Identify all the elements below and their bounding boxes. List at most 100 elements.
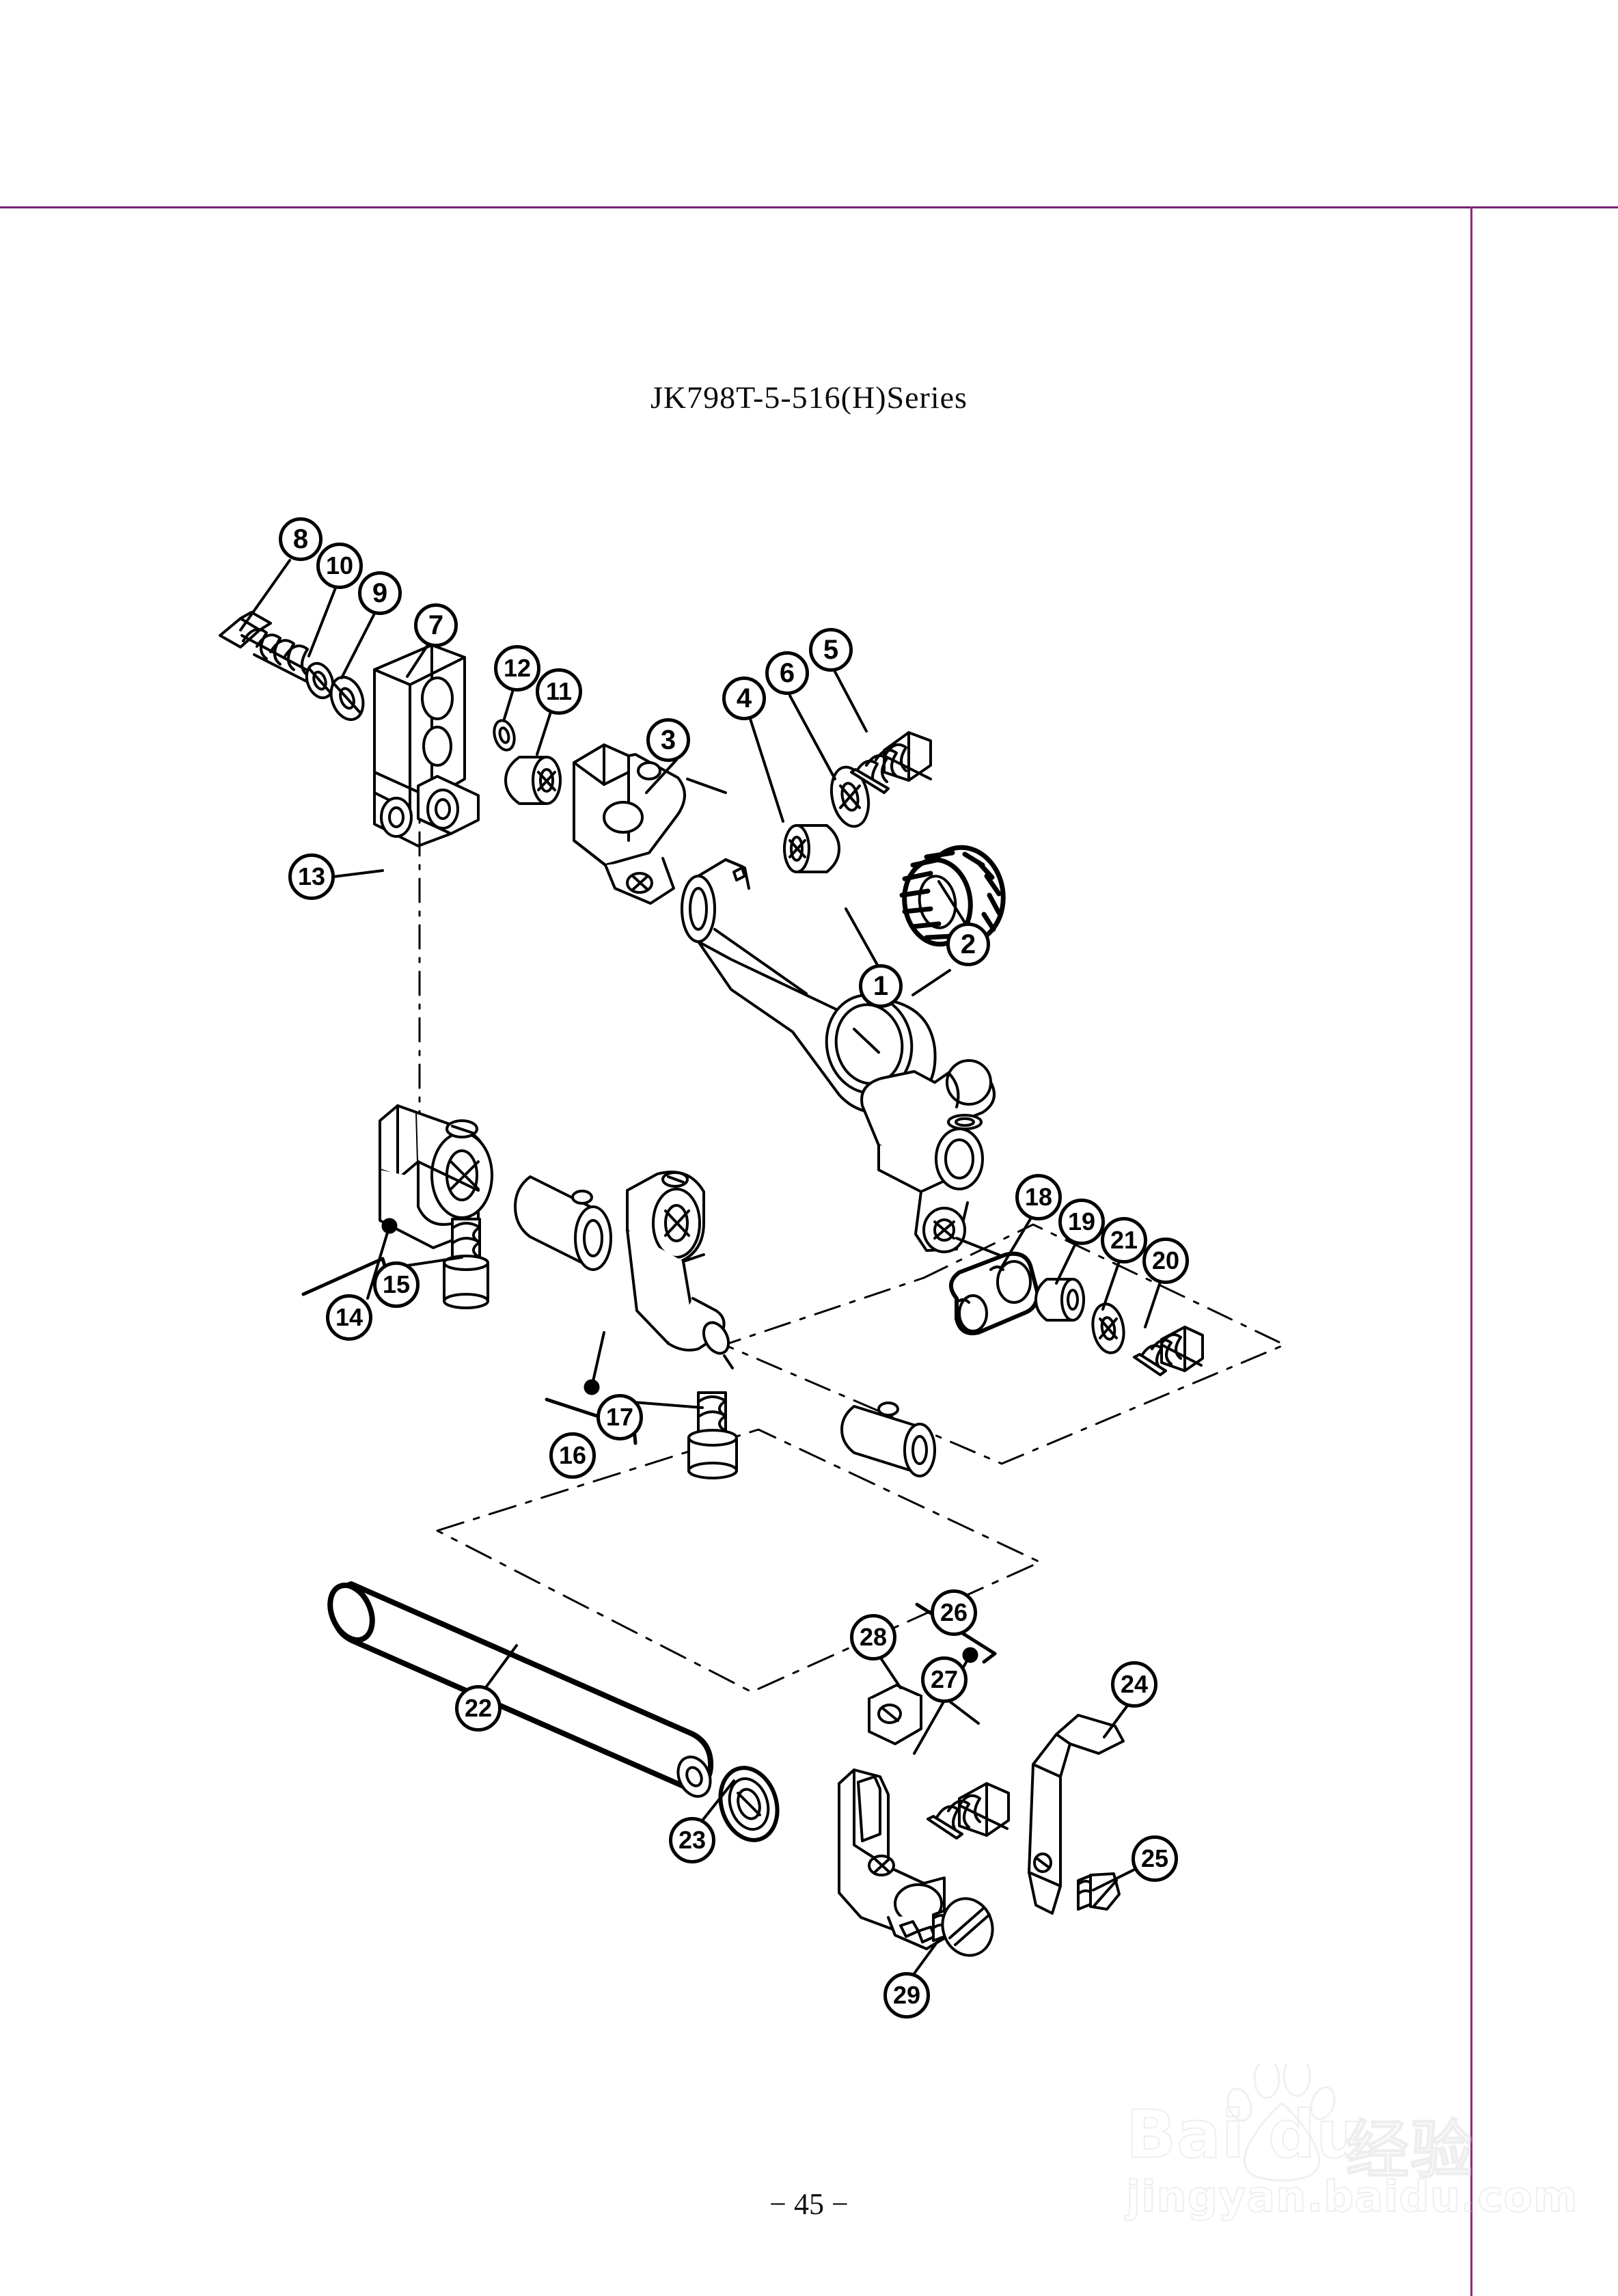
callout-label: 20: [1151, 1246, 1180, 1274]
construction-plane-lower: [436, 1428, 1041, 1693]
part-3-crank-fork: [573, 743, 727, 905]
part-29-thumb-screw: [932, 1897, 994, 1957]
callout-label: 16: [558, 1441, 587, 1469]
callout-label: 24: [1120, 1670, 1149, 1698]
part-27-hex-bolt: [927, 1782, 1010, 1840]
callout-label: 13: [297, 862, 326, 890]
part-19-bushing: [1034, 1278, 1085, 1322]
callout-14[interactable]: 14: [326, 1294, 372, 1341]
callout-label: 7: [428, 610, 444, 640]
part-10-washer: [305, 661, 335, 700]
part-18-link: [949, 1251, 1040, 1335]
callout-label: 12: [503, 654, 532, 682]
leader-lines: [239, 559, 1162, 1975]
part-17-screw: [687, 1391, 738, 1479]
part-25-small-screw: [1077, 1872, 1121, 1911]
baidu-watermark: Bai du 经验 jingyan.baidu.com: [1121, 2064, 1578, 2234]
callout-label: 19: [1067, 1207, 1096, 1235]
callout-25[interactable]: 25: [1132, 1835, 1178, 1882]
part-16-crank-lever: [626, 1171, 734, 1369]
callout-label: 21: [1110, 1226, 1138, 1254]
part-26-lower-bracket: [838, 1768, 948, 1950]
part-collar-middle: [514, 1175, 612, 1271]
callout-label: 4: [736, 683, 752, 713]
callout-label: 2: [960, 929, 976, 959]
callout-24[interactable]: 24: [1111, 1661, 1157, 1708]
callout-label: 15: [382, 1270, 411, 1298]
watermark-brand-latin: Bai du: [1125, 2096, 1364, 2174]
callout-1[interactable]: 1: [859, 964, 903, 1008]
watermark-url: jingyan.baidu.com: [1125, 2171, 1578, 2222]
callout-11[interactable]: 11: [536, 668, 582, 715]
callout-23[interactable]: 23: [669, 1817, 715, 1863]
callout-label: 27: [930, 1665, 959, 1693]
callout-15[interactable]: 15: [373, 1261, 420, 1308]
callout-29[interactable]: 29: [883, 1972, 930, 2019]
part-22-shaft: [327, 1581, 714, 1793]
callout-label: 18: [1024, 1183, 1053, 1211]
part-12-washer: [493, 719, 516, 752]
part-collar-lower-right: [840, 1402, 936, 1477]
part-4-bushing: [783, 824, 840, 873]
callout-20[interactable]: 20: [1142, 1238, 1189, 1284]
callout-18[interactable]: 18: [1015, 1174, 1062, 1220]
callout-3[interactable]: 3: [646, 718, 690, 762]
callout-label: 29: [892, 1981, 921, 2009]
callout-22[interactable]: 22: [455, 1685, 502, 1732]
part-21-washer: [1091, 1302, 1125, 1354]
callout-7[interactable]: 7: [414, 603, 458, 647]
part-1-connecting-rod: [681, 858, 951, 1114]
page-frame-top-rule: [0, 206, 1618, 208]
callout-label: 28: [859, 1623, 888, 1651]
callout-5[interactable]: 5: [809, 628, 853, 672]
callout-4[interactable]: 4: [722, 676, 766, 720]
paw-print-icon: [1226, 2064, 1336, 2182]
callout-label: 26: [940, 1598, 968, 1626]
callout-19[interactable]: 19: [1058, 1199, 1105, 1245]
callout-27[interactable]: 27: [921, 1656, 968, 1703]
callout-28[interactable]: 28: [850, 1614, 896, 1660]
part-28-plate: [868, 1684, 922, 1745]
callout-6[interactable]: 6: [765, 651, 809, 695]
construction-plane-upper: [723, 1223, 1286, 1465]
callout-8[interactable]: 8: [279, 517, 323, 561]
callout-9[interactable]: 9: [358, 571, 402, 615]
part-14-fork-bracket: [379, 1104, 493, 1249]
callout-26[interactable]: 26: [931, 1589, 977, 1636]
callout-21[interactable]: 21: [1101, 1217, 1147, 1263]
callout-10[interactable]: 10: [316, 543, 363, 589]
page-number: − 45 −: [769, 2187, 849, 2221]
part-15-shoulder-screw: [443, 1218, 489, 1309]
callout-16[interactable]: 16: [549, 1432, 596, 1479]
callout-label: 22: [464, 1694, 493, 1722]
part-20-hex-bolt: [1133, 1326, 1204, 1376]
callout-label: 25: [1140, 1844, 1169, 1872]
part-24-bent-lever: [1028, 1714, 1125, 1915]
part-5-hex-bolt: [850, 731, 932, 794]
callout-label: 11: [545, 677, 573, 705]
callout-label: 14: [335, 1303, 364, 1331]
part-6-washer: [829, 765, 870, 828]
part-housing-ball-stud: [860, 1059, 1003, 1257]
callout-label: 5: [823, 635, 839, 665]
part-8-spring-screw: [219, 611, 323, 690]
callout-label: 23: [678, 1826, 707, 1854]
callout-label: 3: [660, 725, 676, 755]
callout-13[interactable]: 13: [288, 853, 335, 900]
callout-17[interactable]: 17: [597, 1394, 643, 1440]
callout-2[interactable]: 2: [946, 922, 990, 966]
callout-label: 6: [779, 658, 795, 688]
part-22-shaft-detail: [676, 1755, 712, 1798]
watermark-brand-cn: 经验: [1345, 2113, 1475, 2187]
part-7-bracket: [373, 644, 480, 847]
page-frame-right-rule: [1470, 206, 1472, 2296]
callout-label: 17: [605, 1403, 634, 1431]
callout-label: 1: [873, 971, 889, 1001]
callout-12[interactable]: 12: [494, 645, 540, 692]
callout-label: 10: [325, 551, 354, 579]
part-11-bushing: [504, 756, 562, 805]
page-title: JK798T-5-516(H)Series: [650, 380, 968, 415]
part-9-washer: [329, 676, 365, 721]
